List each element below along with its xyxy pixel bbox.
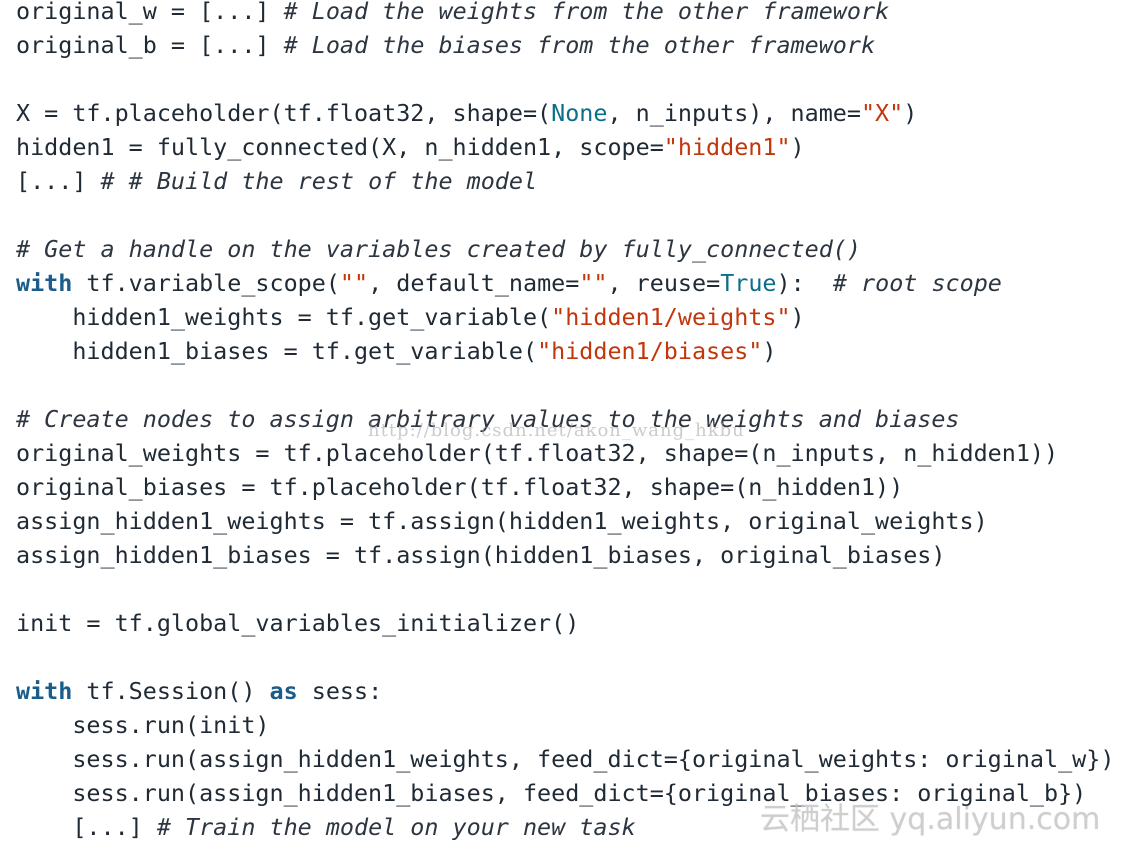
code-token-string-literal: "hidden1/weights"	[551, 303, 791, 331]
code-token-code-text: sess:	[297, 677, 383, 705]
url-watermark: http://blog.csdn.net/akon_wang_hkbu	[368, 420, 745, 441]
code-token-code-text: )	[762, 337, 777, 365]
code-line	[16, 572, 1114, 606]
code-token-code-text: sess.run(assign_hidden1_weights, feed_di…	[16, 745, 1115, 773]
code-token-string-literal: ""	[579, 269, 608, 297]
code-token-code-text: )	[790, 303, 805, 331]
code-token-comment: # Train the model on your new task	[156, 813, 636, 841]
code-line: init = tf.global_variables_initializer()	[16, 606, 1114, 640]
code-block: original_w = [...] # Load the weights fr…	[16, 0, 1114, 844]
code-token-code-text: [...]	[16, 813, 157, 841]
code-token-code-text: assign_hidden1_weights = tf.assign(hidde…	[16, 507, 988, 535]
code-token-keyword: as	[269, 677, 298, 705]
code-token-code-text: )	[790, 133, 805, 161]
code-token-string-literal: "hidden1"	[663, 133, 791, 161]
code-line: sess.run(assign_hidden1_weights, feed_di…	[16, 742, 1114, 776]
code-line	[16, 198, 1114, 232]
code-token-string-literal: ""	[339, 269, 369, 297]
code-token-string-literal: "hidden1/biases"	[537, 337, 763, 365]
code-line: hidden1 = fully_connected(X, n_hidden1, …	[16, 130, 1114, 164]
code-token-code-text: X = tf.placeholder(tf.float32, shape=(	[16, 99, 552, 127]
code-token-literal: True	[720, 269, 777, 297]
code-line: # Get a handle on the variables created …	[16, 232, 1114, 266]
code-line: original_b = [...] # Load the biases fro…	[16, 28, 1114, 62]
code-line: assign_hidden1_weights = tf.assign(hidde…	[16, 504, 1114, 538]
code-token-code-text: assign_hidden1_biases = tf.assign(hidden…	[16, 541, 946, 569]
code-token-comment: # Create nodes to assign arbitrary value…	[16, 405, 960, 433]
code-token-code-text: original_weights = tf.placeholder(tf.flo…	[16, 439, 1059, 467]
code-line	[16, 62, 1114, 96]
code-token-code-text: sess.run(init)	[16, 711, 270, 739]
code-line: with tf.Session() as sess:	[16, 674, 1114, 708]
code-token-keyword: with	[16, 677, 73, 705]
code-token-literal: None	[551, 99, 608, 127]
code-token-code-text: original_w = [...]	[16, 0, 284, 25]
code-line: sess.run(init)	[16, 708, 1114, 742]
code-token-code-text: original_b = [...]	[16, 31, 284, 59]
code-token-comment: # Load the biases from the other framewo…	[283, 31, 876, 59]
code-line: X = tf.placeholder(tf.float32, shape=(No…	[16, 96, 1114, 130]
code-line: original_biases = tf.placeholder(tf.floa…	[16, 470, 1114, 504]
code-token-code-text: hidden1_biases = tf.get_variable(	[16, 337, 538, 365]
code-token-string-literal: "X"	[860, 99, 904, 127]
code-token-code-text: original_biases = tf.placeholder(tf.floa…	[16, 473, 904, 501]
code-token-comment: # # Build the rest of the model	[100, 167, 538, 195]
code-token-code-text: sess.run(assign_hidden1_biases, feed_dic…	[16, 779, 1087, 807]
site-logo-watermark: 云栖社区 yq.aliyun.com	[760, 802, 1101, 837]
code-line: original_weights = tf.placeholder(tf.flo…	[16, 436, 1114, 470]
code-token-code-text: ):	[776, 269, 833, 297]
code-token-code-text: , n_inputs), name=	[607, 99, 861, 127]
code-line: # Create nodes to assign arbitrary value…	[16, 402, 1114, 436]
code-token-comment: # Load the weights from the other framew…	[283, 0, 890, 25]
code-line: original_w = [...] # Load the weights fr…	[16, 0, 1114, 28]
code-line: hidden1_weights = tf.get_variable("hidde…	[16, 300, 1114, 334]
code-line: hidden1_biases = tf.get_variable("hidden…	[16, 334, 1114, 368]
code-line	[16, 368, 1114, 402]
code-line: with tf.variable_scope("", default_name=…	[16, 266, 1114, 300]
code-token-comment: # Get a handle on the variables created …	[16, 235, 861, 263]
code-line: sess.run(assign_hidden1_biases, feed_dic…	[16, 776, 1114, 810]
code-line: assign_hidden1_biases = tf.assign(hidden…	[16, 538, 1114, 572]
code-token-code-text: , default_name=	[368, 269, 580, 297]
code-token-comment: # root scope	[832, 269, 1002, 297]
code-token-code-text: , reuse=	[607, 269, 721, 297]
code-token-code-text: init = tf.global_variables_initializer()	[16, 609, 580, 637]
code-token-code-text: )	[903, 99, 918, 127]
code-token-code-text: tf.Session()	[72, 677, 270, 705]
code-token-keyword: with	[16, 269, 73, 297]
code-token-code-text: [...]	[16, 167, 101, 195]
code-token-code-text: tf.variable_scope(	[72, 269, 340, 297]
code-token-code-text: hidden1_weights = tf.get_variable(	[16, 303, 552, 331]
code-token-code-text: hidden1 = fully_connected(X, n_hidden1, …	[16, 133, 664, 161]
code-line: [...] # # Build the rest of the model	[16, 164, 1114, 198]
code-line	[16, 640, 1114, 674]
code-line: [...] # Train the model on your new task	[16, 810, 1114, 844]
